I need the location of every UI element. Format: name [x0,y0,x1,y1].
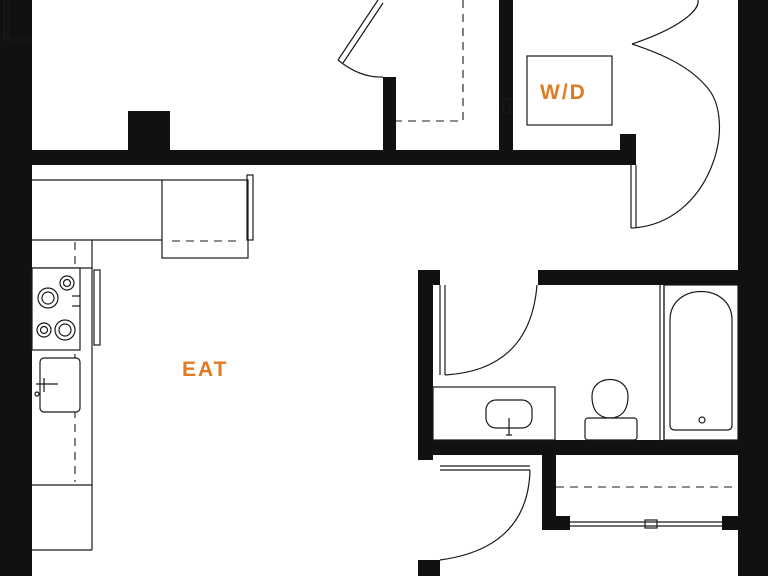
wall-bath-bottom [418,440,738,455]
upper-closet [337,0,464,122]
lower-closet [439,465,738,561]
closet-door-swing [337,59,384,78]
wall-closet-lower-bottom-right [722,516,738,530]
closet-door-leaf [337,0,379,61]
wall-right [738,0,768,576]
wall-bath-top-right [538,270,738,285]
wall-horizontal-upper [32,150,630,165]
wall-closet-lower-left [542,455,556,530]
refrigerator-icon [161,174,254,259]
lower-door-swing [439,469,531,561]
wall-bottom-stub [418,560,440,576]
toilet-icon [584,379,638,441]
bath-door-swing [444,284,538,376]
wall-laundry-left [499,0,513,160]
wall-left [0,0,32,576]
bathtub-icon [659,284,739,441]
top-left-frame [2,0,32,41]
washer-dryer-icon [526,55,613,126]
wall-closet-lower-bottom-left [542,516,570,530]
wall-column-block [128,111,170,165]
sink-icon [34,357,81,413]
cooktop-icon [31,267,101,351]
room-label-wd: W/D [540,81,587,104]
room-label-eat: EAT [182,358,229,381]
wall-laundry-door-jamb [620,134,636,165]
bathroom [432,284,739,441]
wall-closet-stub [383,77,396,159]
bifold-arc [631,0,699,45]
wall-bath-left [418,270,433,460]
laundry-door-swing [630,43,720,229]
laundry-valve [502,98,511,114]
laundry-area [502,0,720,229]
